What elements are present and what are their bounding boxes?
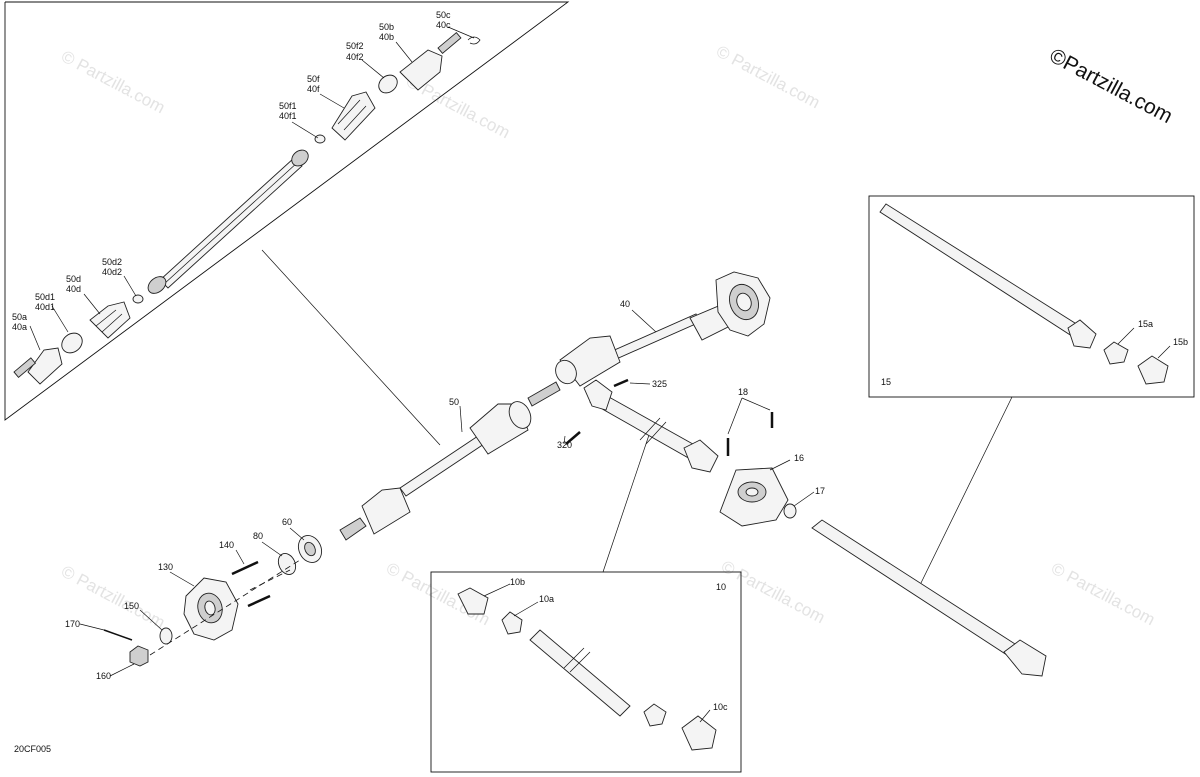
callout-130: 130 [158,562,173,572]
callout-50f2: 50f2 [346,41,364,51]
callout-50d2: 50d2 [102,257,122,267]
callout-325: 325 [652,379,667,389]
u-joint-rear [1003,639,1047,677]
leader-frame-to-shaft-50 [261,249,441,446]
axle-50-stub [339,517,367,541]
ring-50d1 [61,332,83,354]
leader-box-15 [919,396,1013,586]
yoke-10c [681,715,717,751]
callout-50f: 50f [307,74,320,84]
callout-50a: 50a [12,312,27,322]
callout-10: 10 [716,582,726,592]
callout-40: 40 [620,299,630,309]
ring-50f2 [378,74,398,94]
callout-160: 160 [96,671,111,681]
leader-box-10 [602,431,651,573]
boot-50d [89,301,131,339]
leader-lines [29,26,1171,723]
axle-assembly [103,271,771,667]
callout-15b: 15b [1173,337,1188,347]
callout-18: 18 [738,387,748,397]
callout-40b: 40b [379,32,394,42]
callout-40d: 40d [66,284,81,294]
detail-10-contents [457,587,717,751]
ring-80 [277,553,297,575]
clip-50c [467,36,481,45]
callout-15a: 15a [1138,319,1153,329]
shaft-10 [529,629,631,717]
cv-joint-50a [27,347,63,385]
watermark: © Partzilla.com [718,557,828,628]
callout-50d: 50d [66,274,81,284]
clamp-50d2 [132,294,144,304]
detail-box-15 [868,195,1195,398]
axle-50-spline [527,381,561,407]
callout-10b: 10b [510,577,525,587]
cv-housing-50b [399,49,443,91]
callout-40d2: 40d2 [102,267,122,277]
callout-10c: 10c [713,702,728,712]
callout-40d1: 40d1 [35,302,55,312]
callout-17: 17 [815,486,825,496]
callout-50f1: 50f1 [279,101,297,111]
callout-50b: 50b [379,22,394,32]
shaft-15 [879,203,1087,341]
exploded-drive-shaft [13,31,481,385]
boot-50f [331,91,376,141]
callout-40f1: 40f1 [279,111,297,121]
axle-50-outer-boot [361,487,411,535]
yoke-10b [457,587,489,615]
bolt-140a [231,560,259,576]
axle-40-shaft [609,313,701,361]
detail-box-10 [430,571,742,773]
nut-160 [129,645,149,667]
bolt-325 [613,378,629,388]
tripod-joint-bottom [147,276,167,294]
yoke-front [583,379,613,411]
callout-80: 80 [253,531,263,541]
tripod-joint-top [291,149,309,167]
yoke-15 [1067,319,1097,349]
callout-50: 50 [449,397,459,407]
watermark: © Partzilla.com [58,47,168,118]
callouts: 50c 40c 50b 40b 50f2 40f2 50f 40f 50f1 4… [12,10,1188,754]
callout-320: 320 [557,440,572,450]
axle-50-shaft [399,435,485,497]
brand-logo: ©Partzilla.com [1046,44,1177,128]
u-joint-10-lower [643,703,667,727]
exploded-view-frame [4,1,570,421]
u-joint-10a [501,611,523,635]
watermark: © Partzilla.com [1048,559,1158,630]
callout-40a: 40a [12,322,27,332]
callout-15: 15 [881,377,891,387]
callout-60: 60 [282,517,292,527]
yoke-15b [1137,355,1169,385]
callout-140: 140 [219,540,234,550]
detail-15-contents [879,203,1169,385]
callout-10a: 10a [539,594,554,604]
drawing-code: 20CF005 [14,744,51,754]
callout-40c: 40c [436,20,451,30]
u-joint-15a [1103,341,1129,365]
u-joint-front [683,439,719,473]
propeller-shaft-assembly [565,378,1047,677]
clamp-50f1 [314,134,326,144]
callout-50d1: 50d1 [35,292,55,302]
callout-40f: 40f [307,84,320,94]
bolt-320 [565,431,581,445]
ring-17 [783,503,797,519]
callout-150: 150 [124,601,139,611]
callout-50c: 50c [436,10,451,20]
prop-shaft-rear [811,519,1041,671]
watermark: © Partzilla.com [713,42,823,113]
callout-16: 16 [794,453,804,463]
callout-40f2: 40f2 [346,52,364,62]
callout-170: 170 [65,619,80,629]
washer-150 [159,627,173,645]
cotter-pin-170 [103,629,133,641]
bolt-140b [247,594,271,608]
